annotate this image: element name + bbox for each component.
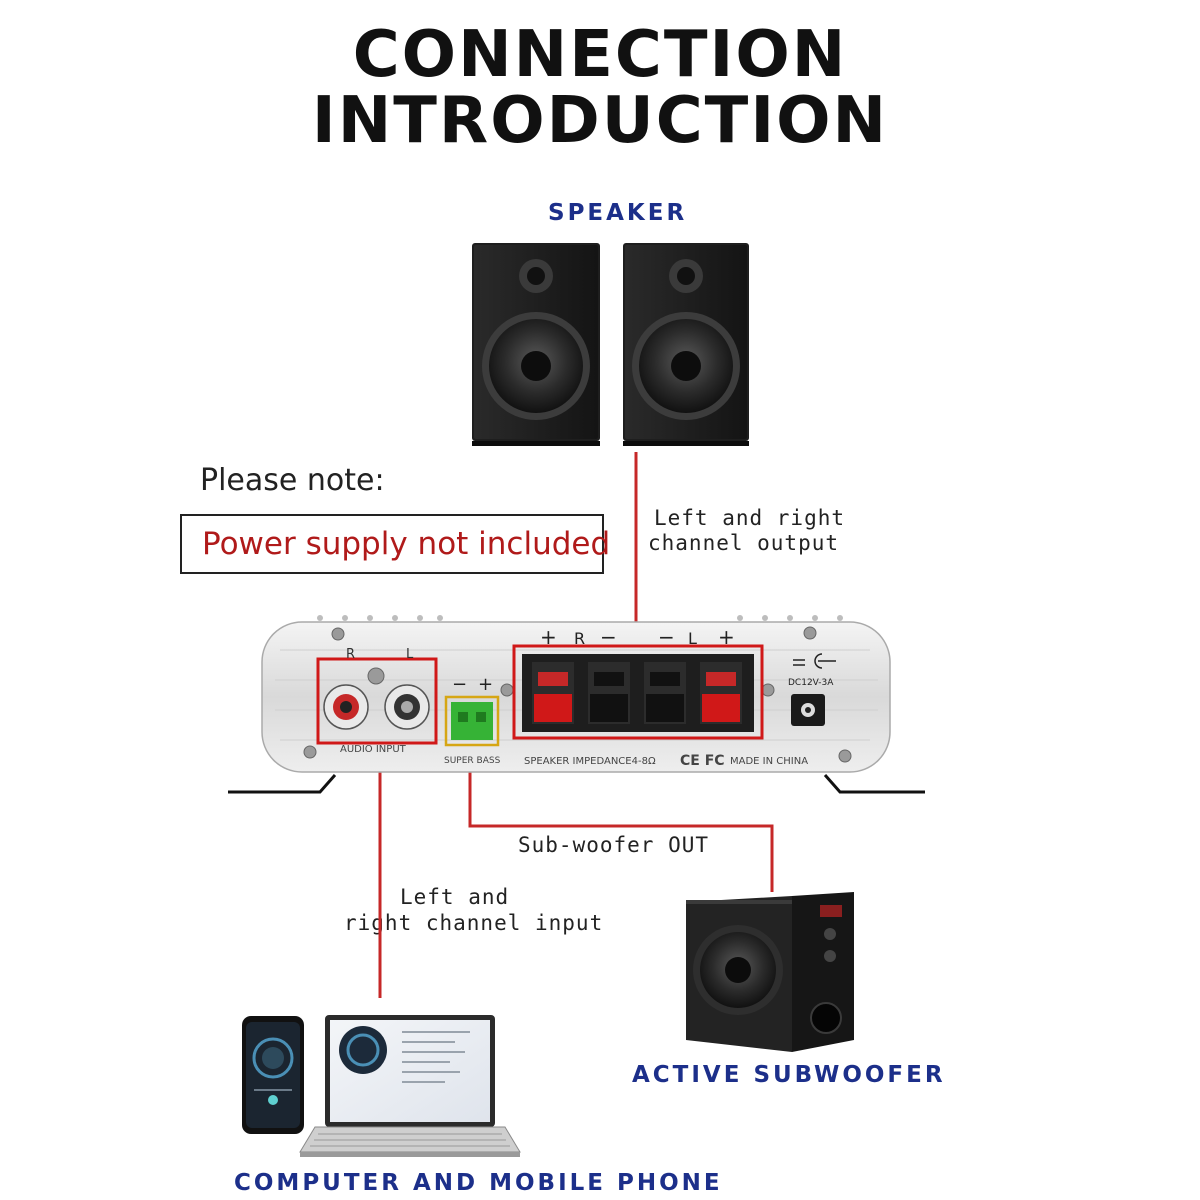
rca-r-label: R xyxy=(346,647,355,662)
note-box: Power supply not included xyxy=(180,514,610,574)
super-bass-label: SUPER BASS xyxy=(444,756,501,766)
sub-plus-label: + xyxy=(478,674,493,695)
term-minus-l: − xyxy=(658,625,675,649)
lr-output-label-1: Left and right xyxy=(654,506,846,530)
speaker-terminals xyxy=(532,662,742,724)
speaker-label: SPEAKER xyxy=(548,200,688,226)
rca-l-label: L xyxy=(406,647,414,662)
sub-minus-label: − xyxy=(452,674,467,695)
term-plus-r: + xyxy=(540,625,557,649)
amplifier-icon: R L AUDIO INPUT − + SUPER BASS + R − − L… xyxy=(228,615,925,794)
title-line-1: CONNECTION xyxy=(352,18,848,92)
impedance-label: SPEAKER IMPEDANCE4-8Ω xyxy=(524,756,656,767)
wires xyxy=(378,452,774,998)
subwoofer-out-label: Sub-woofer OUT xyxy=(518,833,710,857)
laptop-icon xyxy=(299,1015,521,1157)
phone-icon xyxy=(242,1016,304,1134)
subwoofer-out-wire xyxy=(468,748,774,892)
subwoofer-icon xyxy=(686,892,854,1052)
term-plus-l: + xyxy=(718,625,735,649)
note-text: Power supply not included xyxy=(202,526,611,562)
note-heading: Please note: xyxy=(200,463,385,498)
made-in-label: MADE IN CHINA xyxy=(730,756,808,767)
computer-phone-label: COMPUTER AND MOBILE PHONE xyxy=(234,1170,723,1196)
speaker-right-icon xyxy=(623,243,749,446)
term-minus-r: − xyxy=(600,625,617,649)
dc-rating-label: DC12V-3A xyxy=(788,678,834,688)
lr-input-label-1: Left and xyxy=(400,885,510,909)
title-line-2: INTRODUCTION xyxy=(311,84,889,158)
active-subwoofer-label: ACTIVE SUBWOOFER xyxy=(632,1062,946,1088)
lr-output-label-2: channel output xyxy=(648,531,840,555)
speaker-left-icon xyxy=(472,243,600,446)
term-r: R xyxy=(574,629,585,648)
dc-symbol-icon xyxy=(793,653,836,669)
lr-input-label-2: right channel input xyxy=(344,911,604,935)
ce-fc-label: CE FC xyxy=(680,753,725,769)
term-l: L xyxy=(688,629,697,648)
audio-input-label: AUDIO INPUT xyxy=(340,744,407,755)
